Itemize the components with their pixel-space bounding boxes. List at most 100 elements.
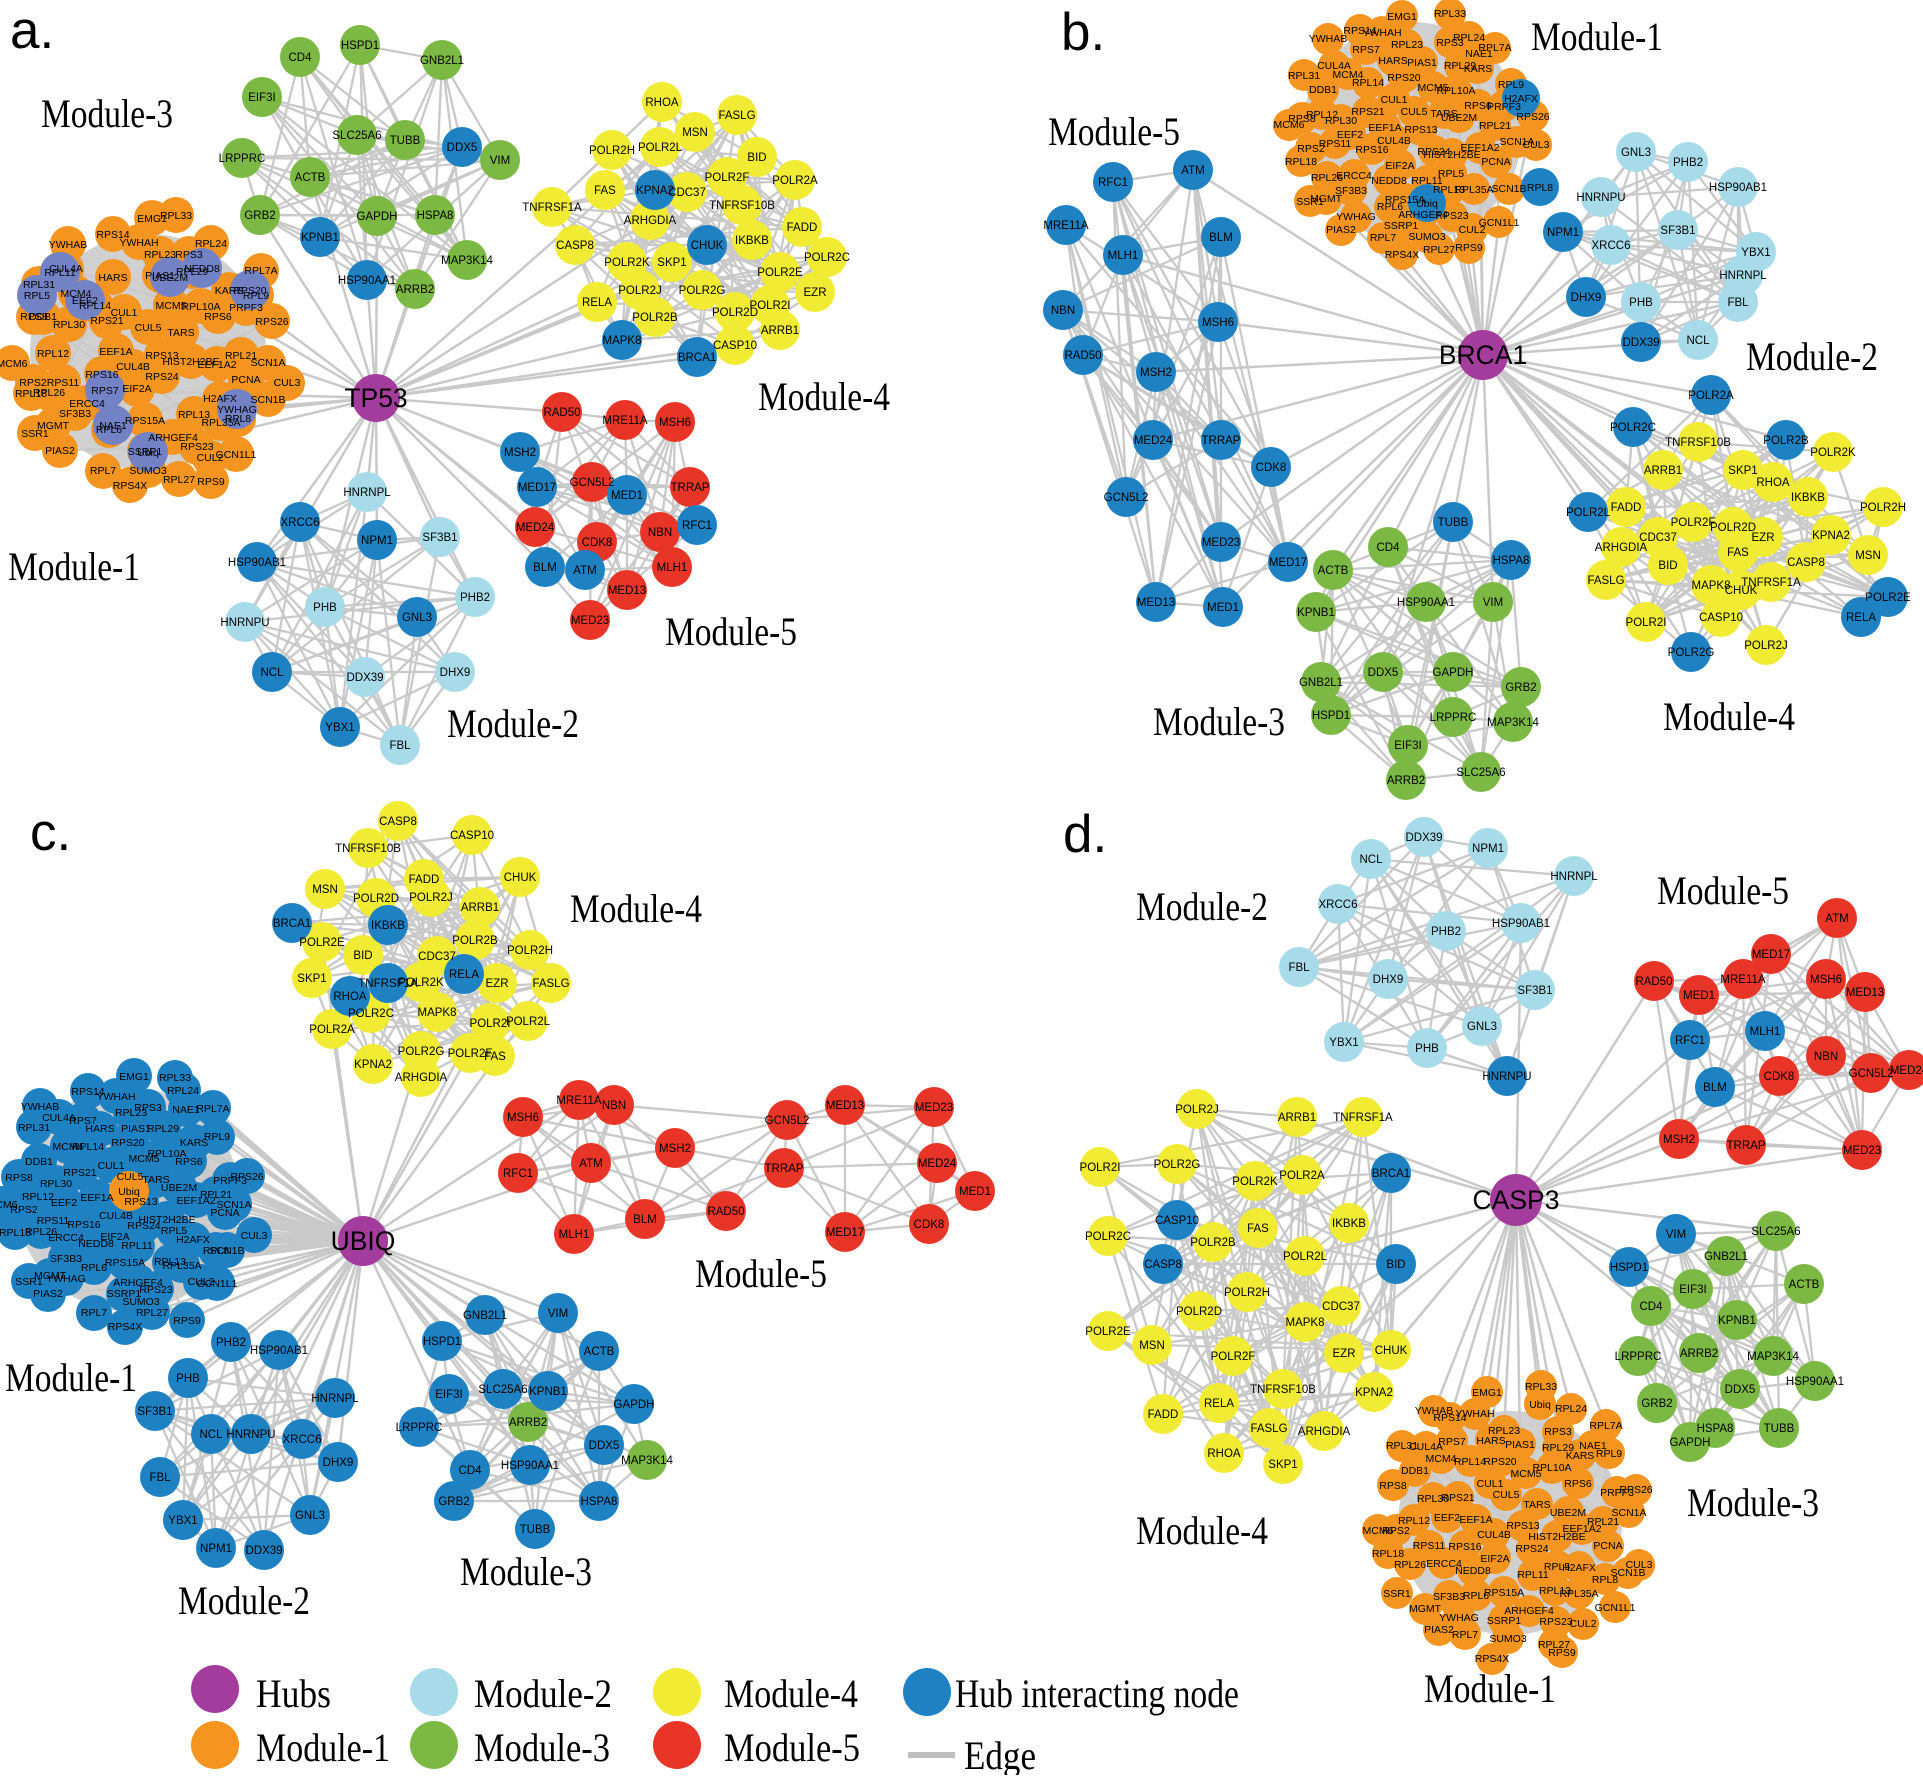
svg-text:XRCC6: XRCC6 bbox=[1319, 899, 1358, 911]
svg-text:GNL3: GNL3 bbox=[1621, 147, 1651, 159]
svg-text:RPL27: RPL27 bbox=[163, 474, 195, 486]
svg-text:RPS7: RPS7 bbox=[1352, 44, 1380, 56]
svg-text:EZR: EZR bbox=[1333, 1348, 1356, 1360]
svg-text:MLH1: MLH1 bbox=[1750, 1026, 1781, 1038]
svg-text:NPM1: NPM1 bbox=[361, 535, 393, 547]
svg-text:MSH6: MSH6 bbox=[1202, 317, 1234, 329]
svg-text:GNL3: GNL3 bbox=[402, 612, 432, 624]
svg-text:MSN: MSN bbox=[1855, 550, 1881, 562]
svg-text:POLR2E: POLR2E bbox=[1085, 1326, 1131, 1338]
svg-text:ARRB1: ARRB1 bbox=[1644, 465, 1682, 477]
svg-text:KPNA2: KPNA2 bbox=[1812, 530, 1850, 542]
svg-text:RPS9: RPS9 bbox=[1548, 1647, 1576, 1659]
svg-text:GCN5L2: GCN5L2 bbox=[765, 1115, 810, 1127]
svg-text:CDK8: CDK8 bbox=[582, 537, 613, 549]
svg-text:IKBKB: IKBKB bbox=[371, 920, 405, 932]
svg-text:RELA: RELA bbox=[449, 969, 479, 981]
svg-text:GCN1L1: GCN1L1 bbox=[1479, 217, 1520, 229]
svg-text:CD4: CD4 bbox=[1639, 1301, 1663, 1313]
svg-text:DDX5: DDX5 bbox=[589, 1440, 620, 1452]
svg-text:MSN: MSN bbox=[682, 127, 708, 139]
svg-text:POLR2F: POLR2F bbox=[1671, 517, 1716, 529]
svg-text:ARHGEF4: ARHGEF4 bbox=[113, 1277, 163, 1289]
svg-text:BRCA1: BRCA1 bbox=[1372, 1168, 1410, 1180]
svg-text:HARS: HARS bbox=[1378, 55, 1407, 67]
svg-text:HSPA8: HSPA8 bbox=[581, 1496, 618, 1508]
svg-text:POLR2C: POLR2C bbox=[1085, 1231, 1131, 1243]
svg-text:YWHAH: YWHAH bbox=[1455, 1408, 1494, 1420]
svg-text:Module-2: Module-2 bbox=[1746, 334, 1878, 379]
svg-text:RPS9: RPS9 bbox=[173, 1315, 201, 1327]
svg-text:MCM4: MCM4 bbox=[1426, 1453, 1457, 1465]
svg-text:POLR2J: POLR2J bbox=[1744, 640, 1787, 652]
svg-text:PIAS1: PIAS1 bbox=[121, 1123, 151, 1135]
svg-text:KPNA2: KPNA2 bbox=[1355, 1387, 1393, 1399]
svg-text:TARS: TARS bbox=[142, 1174, 169, 1186]
svg-text:CUL3: CUL3 bbox=[274, 377, 301, 389]
svg-text:GCN5L2: GCN5L2 bbox=[570, 477, 615, 489]
svg-text:CASP8: CASP8 bbox=[1144, 1259, 1182, 1271]
svg-text:SSRP1: SSRP1 bbox=[1487, 1615, 1522, 1627]
svg-text:RAD50: RAD50 bbox=[707, 1206, 744, 1218]
svg-text:Module-1: Module-1 bbox=[5, 1355, 137, 1400]
svg-text:RPL10A: RPL10A bbox=[1436, 85, 1475, 97]
svg-text:RELA: RELA bbox=[582, 297, 612, 309]
svg-text:CUL4B: CUL4B bbox=[116, 361, 150, 373]
svg-text:RPL7A: RPL7A bbox=[1589, 1420, 1622, 1432]
svg-text:PCNA: PCNA bbox=[1481, 156, 1510, 168]
svg-text:RPL12: RPL12 bbox=[37, 348, 69, 360]
svg-text:RPL35A: RPL35A bbox=[162, 1260, 201, 1272]
svg-text:RPL9: RPL9 bbox=[243, 290, 269, 302]
svg-text:HSPA8: HSPA8 bbox=[417, 210, 454, 222]
svg-text:DDX5: DDX5 bbox=[1725, 1384, 1756, 1396]
svg-text:TNFRSF10B: TNFRSF10B bbox=[709, 200, 775, 212]
svg-text:ERCC4: ERCC4 bbox=[1426, 1558, 1462, 1570]
svg-text:HSPA8: HSPA8 bbox=[1697, 1423, 1734, 1435]
svg-text:MED17: MED17 bbox=[826, 1227, 864, 1239]
svg-text:FASLG: FASLG bbox=[532, 978, 569, 990]
svg-text:Module-2: Module-2 bbox=[474, 1671, 612, 1716]
svg-text:RPL9: RPL9 bbox=[1596, 1448, 1622, 1460]
svg-text:TRRAP: TRRAP bbox=[1727, 1140, 1766, 1152]
svg-text:YBX1: YBX1 bbox=[168, 1515, 197, 1527]
svg-text:YBX1: YBX1 bbox=[1329, 1037, 1358, 1049]
svg-text:CD4: CD4 bbox=[288, 52, 312, 64]
svg-text:SF3B3: SF3B3 bbox=[59, 408, 91, 420]
svg-text:PIAS1: PIAS1 bbox=[1407, 57, 1437, 69]
svg-text:MGMT: MGMT bbox=[37, 420, 70, 432]
svg-text:GNB2L1: GNB2L1 bbox=[420, 55, 464, 67]
svg-text:ATM: ATM bbox=[1825, 913, 1848, 925]
svg-text:PHB: PHB bbox=[176, 1373, 200, 1385]
svg-text:POLR2G: POLR2G bbox=[679, 285, 726, 297]
svg-text:SCN1A: SCN1A bbox=[1611, 1507, 1646, 1519]
svg-text:SF3B1: SF3B1 bbox=[1517, 985, 1552, 997]
svg-text:POLR2H: POLR2H bbox=[1860, 502, 1906, 514]
svg-text:RPL10A: RPL10A bbox=[147, 1148, 186, 1160]
svg-text:RPL24: RPL24 bbox=[1555, 1403, 1587, 1415]
svg-text:Ubiq: Ubiq bbox=[1529, 1399, 1551, 1411]
svg-text:RPS16: RPS16 bbox=[85, 369, 118, 381]
svg-text:IKBKB: IKBKB bbox=[735, 235, 769, 247]
svg-text:MGMT: MGMT bbox=[34, 1270, 67, 1282]
svg-text:ERCC4: ERCC4 bbox=[1336, 170, 1372, 182]
svg-text:CUL5: CUL5 bbox=[117, 1171, 144, 1183]
svg-text:RPL30: RPL30 bbox=[53, 319, 85, 331]
svg-text:MSH6: MSH6 bbox=[659, 417, 691, 429]
svg-text:SSRP1: SSRP1 bbox=[107, 1288, 142, 1300]
svg-text:ARRB2: ARRB2 bbox=[509, 1417, 547, 1429]
svg-text:TRRAP: TRRAP bbox=[1202, 435, 1241, 447]
svg-text:NPM1: NPM1 bbox=[1547, 227, 1579, 239]
svg-text:MED24: MED24 bbox=[516, 522, 555, 534]
svg-text:RPL13: RPL13 bbox=[1539, 1585, 1571, 1597]
svg-text:SF3B1: SF3B1 bbox=[137, 1406, 172, 1418]
svg-text:ACTB: ACTB bbox=[295, 172, 326, 184]
svg-text:BLM: BLM bbox=[633, 1214, 657, 1226]
svg-text:RFC1: RFC1 bbox=[1675, 1035, 1705, 1047]
svg-text:MCM4: MCM4 bbox=[1333, 69, 1364, 81]
svg-text:GNB2L1: GNB2L1 bbox=[463, 1310, 507, 1322]
svg-text:KPNB1: KPNB1 bbox=[529, 1386, 567, 1398]
svg-text:CUL1: CUL1 bbox=[1381, 94, 1408, 106]
svg-text:MAPK8: MAPK8 bbox=[418, 1007, 457, 1019]
svg-text:c.: c. bbox=[30, 803, 71, 862]
svg-text:GCN1L1: GCN1L1 bbox=[197, 1278, 238, 1290]
